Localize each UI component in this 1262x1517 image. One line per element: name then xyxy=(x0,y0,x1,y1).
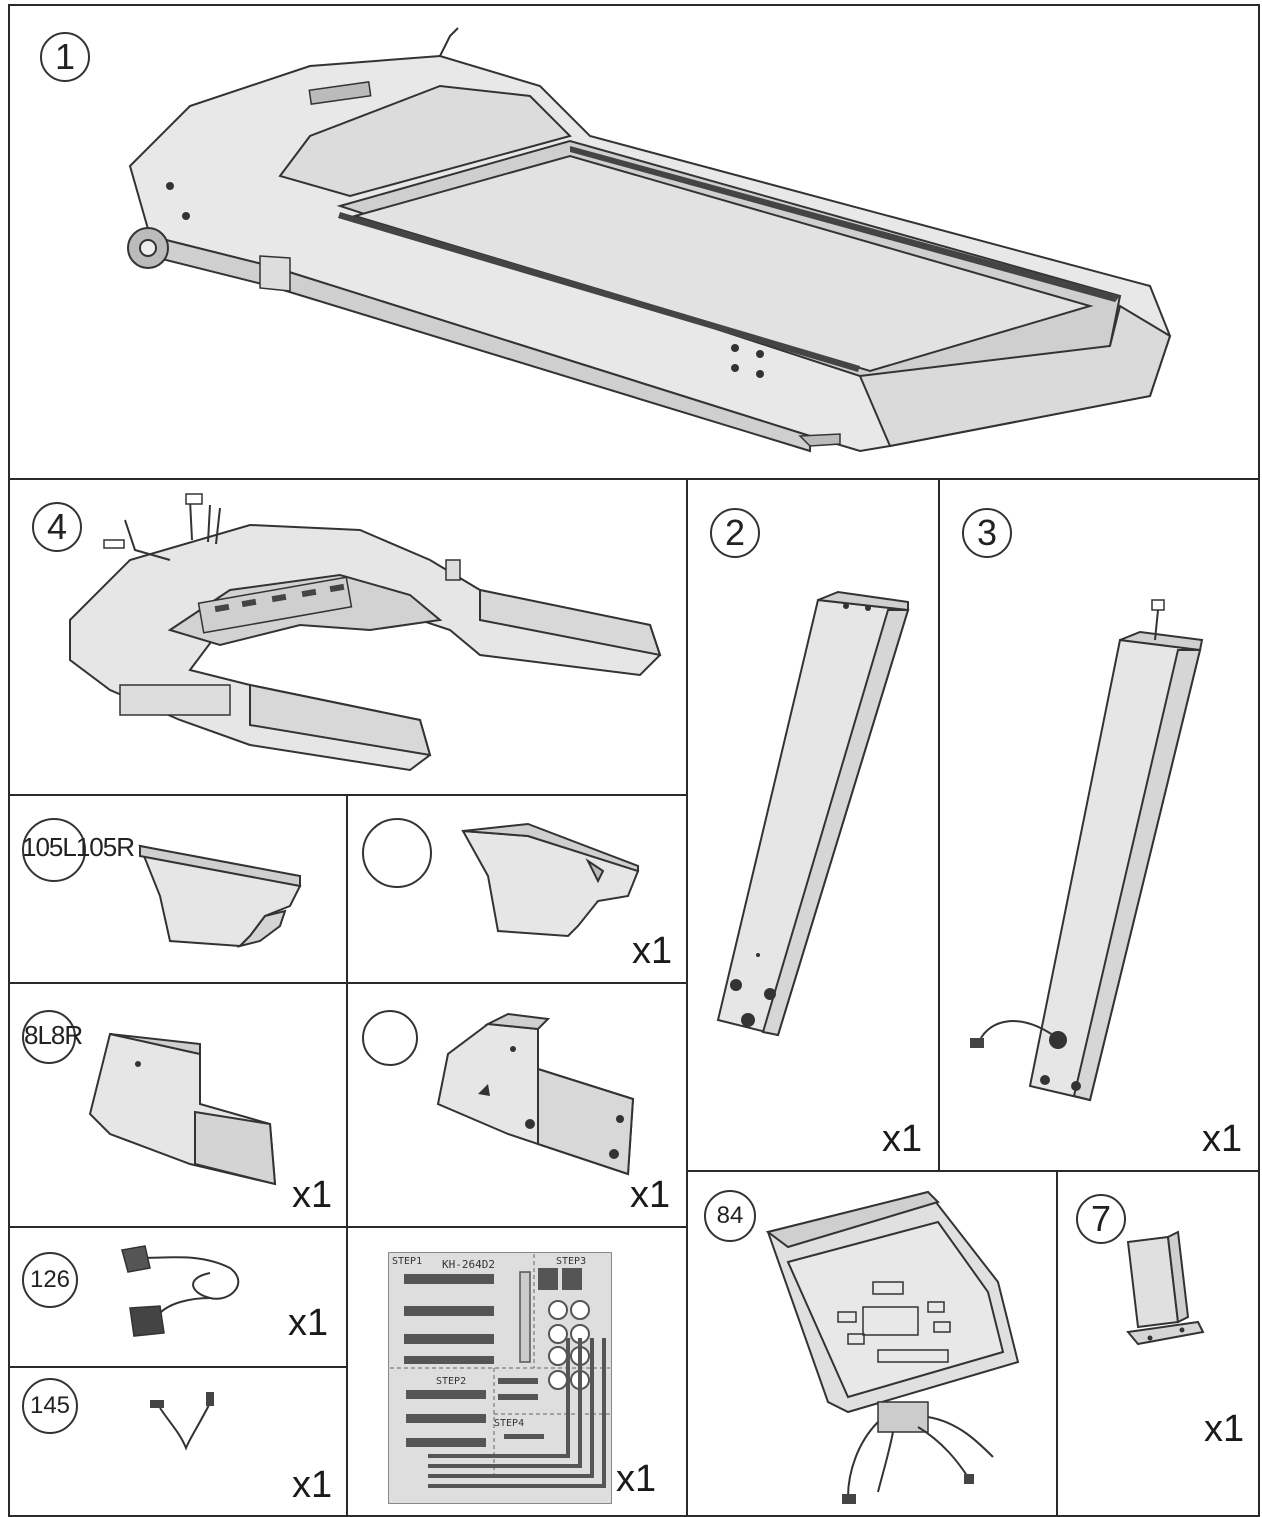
quantity-label: x1 xyxy=(632,930,673,972)
part-number-label: 105L105R xyxy=(22,832,135,862)
part-number-badge xyxy=(362,1010,418,1066)
panel-part-126: 126 x1 xyxy=(8,1226,348,1368)
audio-cable-illustration xyxy=(150,1392,214,1451)
panel-part-105: 105L105R xyxy=(8,794,348,984)
quantity-label: x1 xyxy=(292,1464,333,1506)
console-display-illustration xyxy=(765,1190,1020,1504)
kit-model-code: KH-264D2 xyxy=(442,1258,495,1271)
panel-part-4: 4 xyxy=(8,478,688,796)
part-number-badge: 7 xyxy=(1076,1194,1126,1244)
part-number-label: 8L8R xyxy=(24,1020,83,1050)
panel-part-84: 84 xyxy=(686,1170,1058,1517)
quantity-label: x1 xyxy=(1202,1118,1243,1160)
kit-step4-label: STEP4 xyxy=(494,1418,525,1429)
cover-105-illustration xyxy=(138,844,302,948)
handlebar-frame-illustration xyxy=(69,493,662,772)
part-number-badge xyxy=(362,818,432,888)
part-number-badge: 145 xyxy=(22,1378,78,1434)
panel-part-3: 3 x1 xyxy=(938,478,1260,1172)
panel-part-1: 1 xyxy=(8,4,1260,480)
panel-part-8: 8L8R x1 xyxy=(8,982,348,1228)
part-number-badge xyxy=(22,1010,76,1064)
cover-8-illustration xyxy=(88,1032,277,1186)
bracket-7-illustration xyxy=(1126,1230,1205,1346)
part-number-badge: 84 xyxy=(704,1190,756,1242)
quantity-label: x1 xyxy=(630,1174,671,1216)
cover-8-pair-illustration xyxy=(436,1012,635,1176)
panel-hardware-kit: STEP1 KH-264D2 STEP3 STEP2 STEP4 xyxy=(346,1226,688,1517)
part-number-badge: 2 xyxy=(710,508,760,558)
part-number-badge: 126 xyxy=(22,1252,78,1308)
part-number-badge xyxy=(22,818,86,882)
power-cord-illustration xyxy=(121,1245,240,1337)
cover-105-pair-illustration xyxy=(461,822,640,938)
upright-post-with-cable-illustration xyxy=(970,599,1204,1102)
part-number-badge: 4 xyxy=(32,502,82,552)
kit-step1-label: STEP1 xyxy=(392,1256,423,1267)
panel-part-2: 2 x1 xyxy=(686,478,940,1172)
kit-step2-label: STEP2 xyxy=(436,1376,467,1387)
panel-part-7: 7 x1 xyxy=(1056,1170,1260,1517)
quantity-label: x1 xyxy=(1204,1408,1245,1450)
quantity-label: x1 xyxy=(288,1302,329,1344)
quantity-label: x1 xyxy=(616,1458,657,1500)
upright-post-illustration xyxy=(716,590,910,1037)
panel-part-105-pair: x1 xyxy=(346,794,688,984)
panel-part-8-pair: x1 xyxy=(346,982,688,1228)
quantity-label: x1 xyxy=(292,1174,333,1216)
hardware-kit-illustration xyxy=(390,1254,610,1488)
treadmill-base-illustration xyxy=(127,27,1172,453)
part-number-badge: 1 xyxy=(40,32,90,82)
panel-part-145: 145 x1 xyxy=(8,1366,348,1517)
kit-step3-label: STEP3 xyxy=(556,1256,587,1267)
quantity-label: x1 xyxy=(882,1118,923,1160)
part-number-badge: 3 xyxy=(962,508,1012,558)
